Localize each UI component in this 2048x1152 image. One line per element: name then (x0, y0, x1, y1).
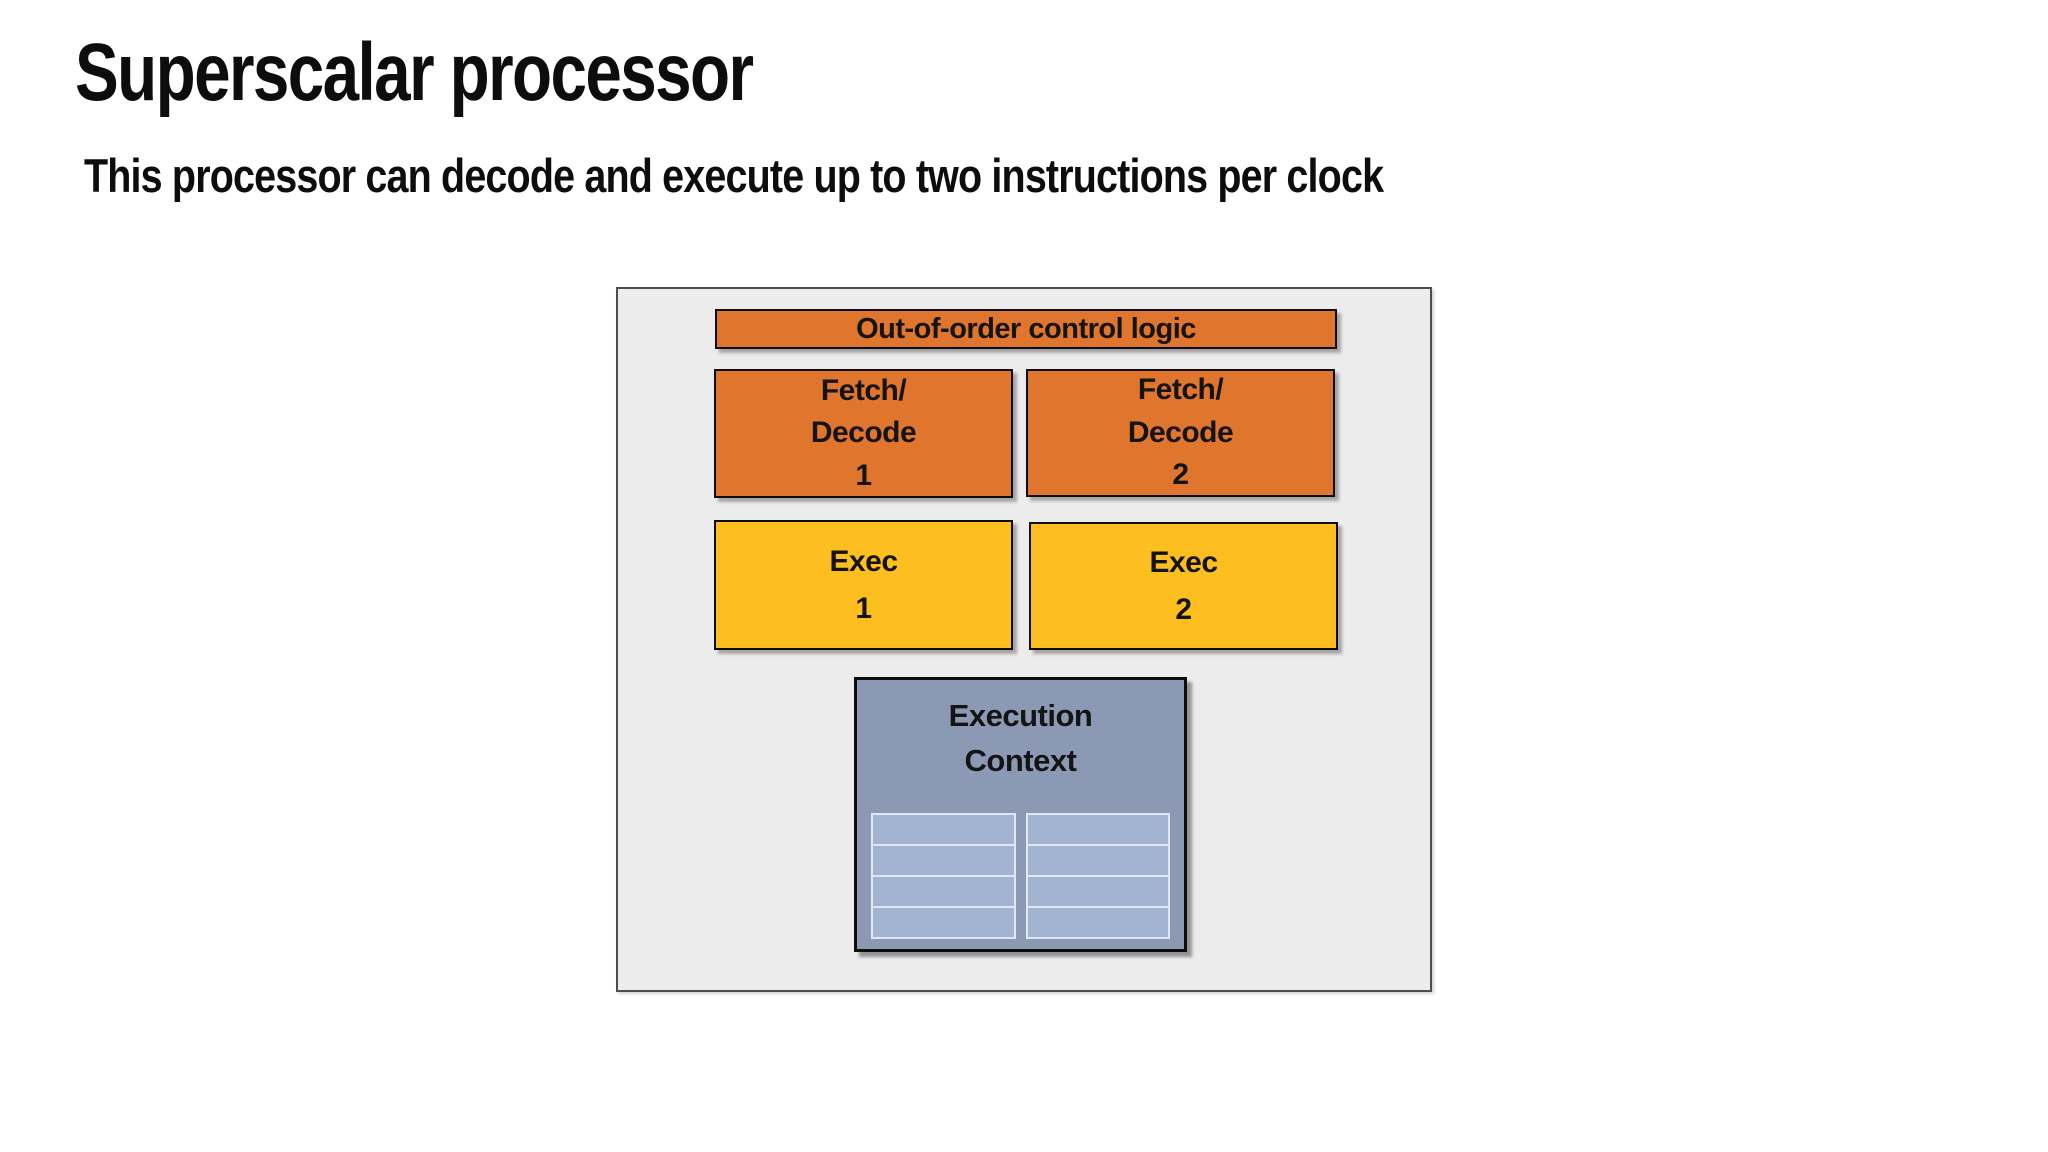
fetch-decode-2-line2: Decode (1127, 415, 1234, 449)
register-row (1027, 846, 1168, 875)
page-title: Superscalar processor (75, 27, 754, 118)
fetch-decode-2-line1: Fetch/ (1137, 373, 1224, 407)
fetch-decode-1-line2: Decode (810, 416, 917, 450)
out-of-order-control-logic-label: Out-of-order control logic (856, 312, 1196, 345)
execution-context-label: Execution Context (871, 694, 1170, 784)
fetch-decode-1-box: Fetch/ Decode 1 (714, 369, 1013, 498)
exec-1-number: 1 (855, 592, 872, 625)
register-row (873, 908, 1014, 937)
execution-context-line1: Execution (948, 698, 1093, 733)
register-row (873, 815, 1014, 844)
exec-1-line1: Exec (829, 544, 898, 578)
fetch-decode-2-number: 2 (1172, 458, 1189, 492)
exec-2-number: 2 (1175, 593, 1192, 626)
fetch-decode-1-line1: Fetch/ (820, 373, 907, 407)
register-tables (871, 813, 1170, 939)
execution-context-line2: Context (964, 742, 1077, 778)
out-of-order-control-logic-box: Out-of-order control logic (715, 309, 1337, 349)
fetch-decode-2-box: Fetch/ Decode 2 (1026, 369, 1335, 497)
exec-2-box: Exec 2 (1029, 522, 1338, 650)
exec-2-line1: Exec (1149, 545, 1218, 579)
register-row (1027, 877, 1168, 906)
register-table (871, 813, 1016, 939)
register-row (873, 877, 1014, 906)
processor-diagram-frame: Out-of-order control logic Fetch/ Decode… (616, 287, 1432, 992)
register-row (1027, 908, 1168, 937)
exec-1-box: Exec 1 (714, 520, 1013, 650)
execution-context-box: Execution Context (854, 677, 1187, 952)
fetch-decode-1-number: 1 (855, 458, 872, 492)
register-row (873, 846, 1014, 875)
page-subtitle: This processor can decode and execute up… (84, 149, 1384, 202)
register-table (1025, 813, 1170, 939)
register-row (1027, 815, 1168, 844)
